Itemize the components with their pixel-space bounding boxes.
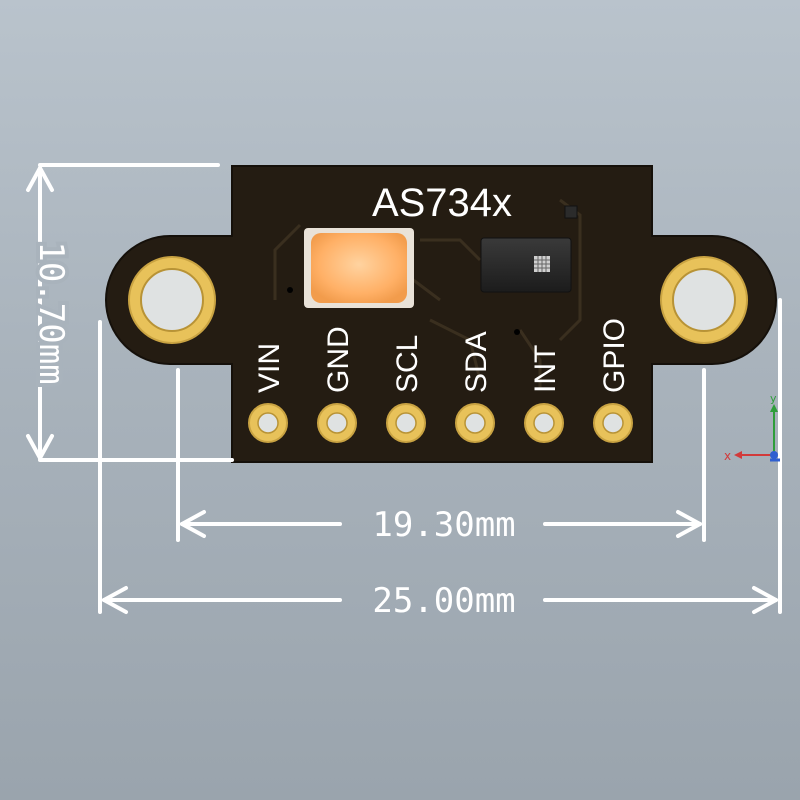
pin-hole (602, 412, 624, 434)
pin-vin: VIN (248, 343, 288, 443)
axis-x-label: x (724, 449, 731, 463)
via-dot (514, 329, 520, 335)
pin-hole (326, 412, 348, 434)
mounting-hole-left (128, 256, 216, 344)
pin-label: VIN (253, 343, 286, 393)
led-component (304, 228, 414, 308)
dimension-height: 10.70mm (26, 163, 234, 462)
pin-label: SDA (460, 331, 493, 393)
pin-gnd: GND (317, 326, 357, 443)
width-dimension-label: 25.00mm (372, 581, 515, 621)
pin-hole (533, 412, 555, 434)
pin-gpio: GPIO (593, 318, 633, 443)
pin-sda: SDA (455, 331, 495, 443)
mounting-hole-right (660, 256, 748, 344)
pin-scl: SCL (386, 335, 426, 443)
pin-hole (395, 412, 417, 434)
pin-label: GPIO (598, 318, 631, 393)
pcb-board: AS734x VIN GND SCL SDA INT GPIO (105, 165, 777, 463)
dimension-hole-spacing: 19.30mm (176, 368, 706, 545)
pin-label: SCL (391, 335, 424, 393)
pcb-outline (105, 165, 777, 463)
pin-label: GND (322, 326, 355, 393)
hole-spacing-dimension-label: 19.30mm (372, 505, 515, 545)
pin-hole (464, 412, 486, 434)
axis-gizmo: x y (724, 392, 780, 463)
sensor-chip (480, 205, 578, 293)
pin-int: INT (524, 345, 564, 443)
via-dot (287, 287, 293, 293)
pin-label: INT (529, 345, 562, 393)
dimension-width: 25.00mm (98, 298, 782, 621)
axis-y-label: y (770, 392, 777, 405)
pin-hole (257, 412, 279, 434)
height-dimension-label: 10.70mm (31, 241, 71, 384)
pin-header: VIN GND SCL SDA INT GPIO (248, 318, 633, 443)
board-title: AS734x (372, 181, 512, 225)
